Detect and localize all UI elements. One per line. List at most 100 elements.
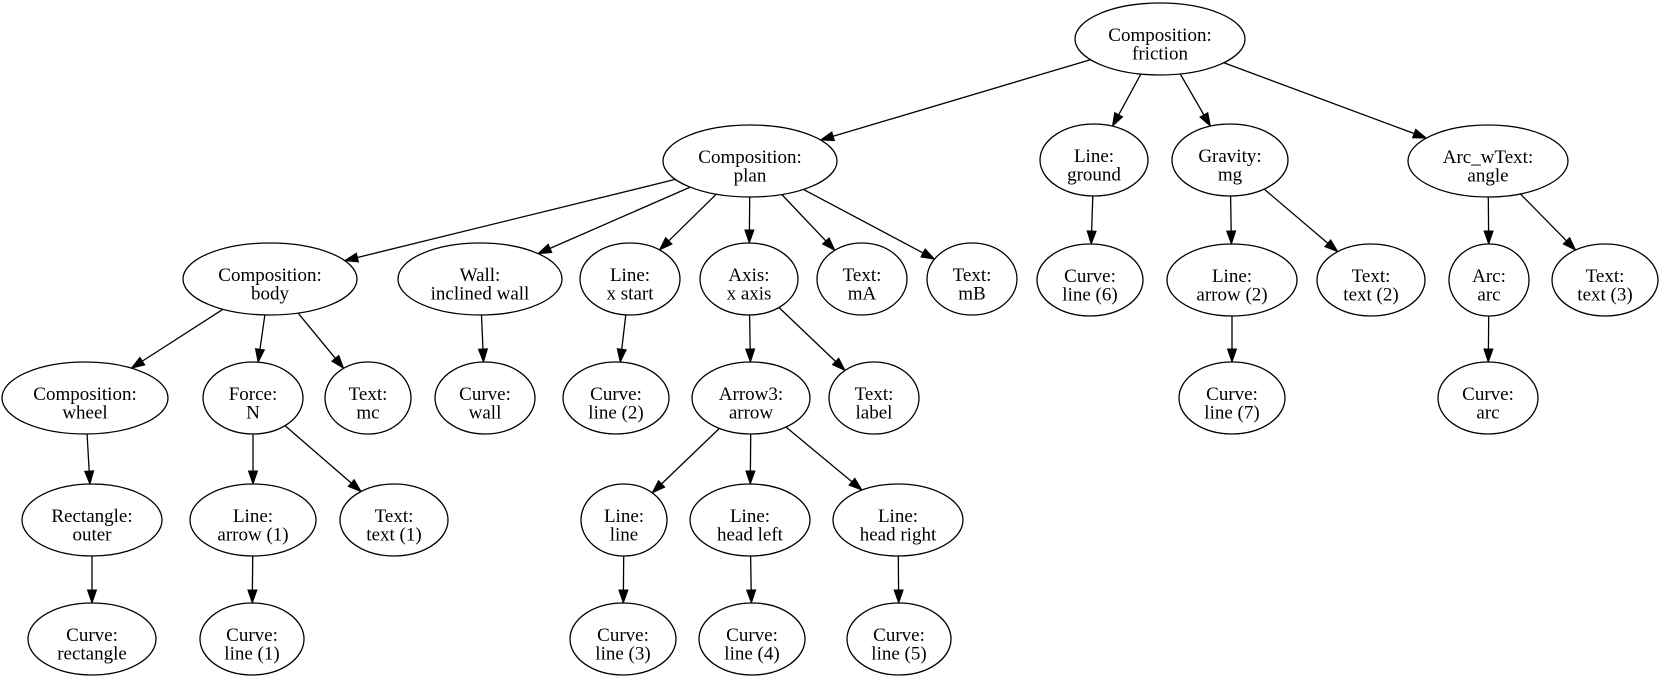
edge-arrow3-line_line [661, 427, 720, 485]
node-friction-label-line1: Composition: [1108, 25, 1211, 46]
edge-friction-mg [1179, 73, 1205, 116]
node-line5-ellipse [846, 602, 952, 676]
node-x_axis-label: Axis:x axis [727, 265, 772, 305]
node-label-label: Text:label [855, 384, 894, 424]
node-mB: Text:mB [926, 242, 1018, 316]
arrowhead-angle-arc [1483, 230, 1494, 246]
edge-ground-line6 [1090, 195, 1094, 232]
node-text1-ellipse [339, 483, 449, 557]
node-text3-ellipse [1551, 243, 1659, 317]
node-text1: Text:text (1) [339, 483, 449, 557]
node-text2-ellipse [1316, 243, 1426, 317]
node-arrow1-label-line2: arrow (1) [217, 525, 288, 546]
node-plan-label-line1: Composition: [698, 147, 801, 168]
node-force_n-label: Force:N [229, 384, 278, 424]
node-text1-label: Text:text (1) [366, 506, 421, 546]
node-arrow3-label: Arrow3:arrow [719, 384, 783, 424]
node-angle: Arc_wText:angle [1407, 124, 1569, 198]
edge-arrow3-head_right [785, 426, 853, 483]
node-line3-label: Curve:line (3) [595, 625, 650, 665]
node-text1-label-line2: text (1) [366, 525, 421, 546]
node-mA-label-line2: mA [848, 284, 877, 305]
node-angle-ellipse [1407, 124, 1569, 198]
node-line3-label-line2: line (3) [595, 644, 650, 665]
node-line2-label-line1: Curve: [590, 384, 642, 405]
node-outer: Rectangle:outer [21, 483, 163, 557]
node-angle-label-line2: angle [1467, 166, 1508, 187]
node-mc-label-line2: mc [356, 403, 379, 424]
node-arrow2-label-line2: arrow (2) [1196, 285, 1267, 306]
node-text3-label-line2: text (3) [1577, 285, 1632, 306]
arrowhead-head_right-line5 [893, 589, 904, 605]
edge-plan-body [357, 178, 676, 259]
arrowhead-body-force_n [254, 348, 266, 364]
node-head_left-label: Line:head left [717, 506, 784, 546]
node-arc: Arc:arc [1448, 243, 1530, 317]
node-curve_arc-label: Curve:arc [1462, 384, 1514, 424]
node-ground-label: Line:ground [1067, 146, 1121, 186]
arrowhead-head_left-line4 [745, 589, 757, 605]
node-line3-label-line1: Curve: [597, 625, 649, 646]
node-x_start: Line:x start [579, 242, 681, 316]
edge-wheel-outer [86, 433, 90, 472]
edge-inclined_wall-curve_wall [480, 314, 484, 350]
node-curve_wall-label-line2: wall [469, 403, 502, 424]
arrowhead-force_n-text1 [347, 478, 363, 493]
node-line4-label-line2: line (4) [724, 644, 779, 665]
node-wheel-label-line2: wheel [62, 403, 107, 424]
edge-plan-mB [803, 188, 924, 254]
edge-angle-text3 [1519, 193, 1567, 242]
node-text2-label-line2: text (2) [1343, 285, 1398, 306]
edge-force_n-text1 [284, 425, 352, 484]
node-line6-label: Curve:line (6) [1062, 266, 1117, 306]
arrowhead-arrow2-line7 [1226, 348, 1238, 364]
edge-x_start-line2 [621, 314, 627, 350]
node-mc-label: Text:mc [349, 384, 388, 424]
arrowhead-friction-ground [1111, 111, 1124, 128]
node-arrow1-label: Line:arrow (1) [217, 506, 288, 546]
node-plan: Composition:plan [662, 124, 838, 198]
node-outer-label: Rectangle:outer [51, 506, 132, 546]
node-label: Text:label [828, 361, 920, 435]
node-wheel-label: Composition:wheel [33, 384, 136, 424]
node-outer-label-line1: Rectangle: [51, 506, 132, 527]
node-line_line: Line:line [580, 483, 668, 557]
node-curve_arc-label-line1: Curve: [1462, 384, 1514, 405]
node-text2-label-line1: Text: [1352, 266, 1391, 287]
arrowhead-wheel-outer [83, 470, 95, 486]
node-mc: Text:mc [324, 361, 412, 435]
node-mA-label-line1: Text: [843, 265, 882, 286]
node-label-label-line1: Text: [855, 384, 894, 405]
node-rectangle-label-line2: rectangle [57, 644, 127, 665]
node-force_n: Force:N [202, 361, 304, 435]
node-line2: Curve:line (2) [562, 361, 670, 435]
edge-plan-inclined_wall [549, 186, 691, 249]
node-arrow1: Line:arrow (1) [189, 483, 317, 557]
node-body-label-line2: body [251, 284, 290, 305]
node-line2-label-line2: line (2) [588, 403, 643, 424]
arrowhead-ground-line6 [1086, 230, 1097, 246]
node-head_left: Line:head left [689, 483, 811, 557]
node-arc-ellipse [1448, 243, 1530, 317]
node-outer-ellipse [21, 483, 163, 557]
node-line_line-label: Line:line [604, 506, 644, 546]
node-line4-ellipse [698, 602, 806, 676]
edge-mg-arrow2 [1229, 195, 1232, 232]
node-body: Composition:body [182, 242, 358, 316]
node-arrow3-label-line2: arrow [729, 403, 774, 424]
arrowhead-inclined_wall-curve_wall [477, 348, 489, 364]
node-mA-ellipse [816, 242, 908, 316]
arrowhead-body-wheel [130, 356, 146, 369]
node-line5-label: Curve:line (5) [871, 625, 926, 665]
node-label-label-line2: label [856, 403, 893, 424]
node-label-ellipse [828, 361, 920, 435]
node-curve_wall-label-line1: Curve: [459, 384, 511, 405]
node-text3-label-line1: Text: [1586, 266, 1625, 287]
node-x_axis-label-line1: Axis: [728, 265, 769, 286]
node-x_start-label-line1: Line: [610, 265, 650, 286]
node-arrow3-ellipse [691, 361, 811, 435]
node-line1-ellipse [199, 602, 305, 676]
node-head_right-label: Line:head right [860, 506, 937, 546]
node-rectangle-label-line1: Curve: [66, 625, 118, 646]
